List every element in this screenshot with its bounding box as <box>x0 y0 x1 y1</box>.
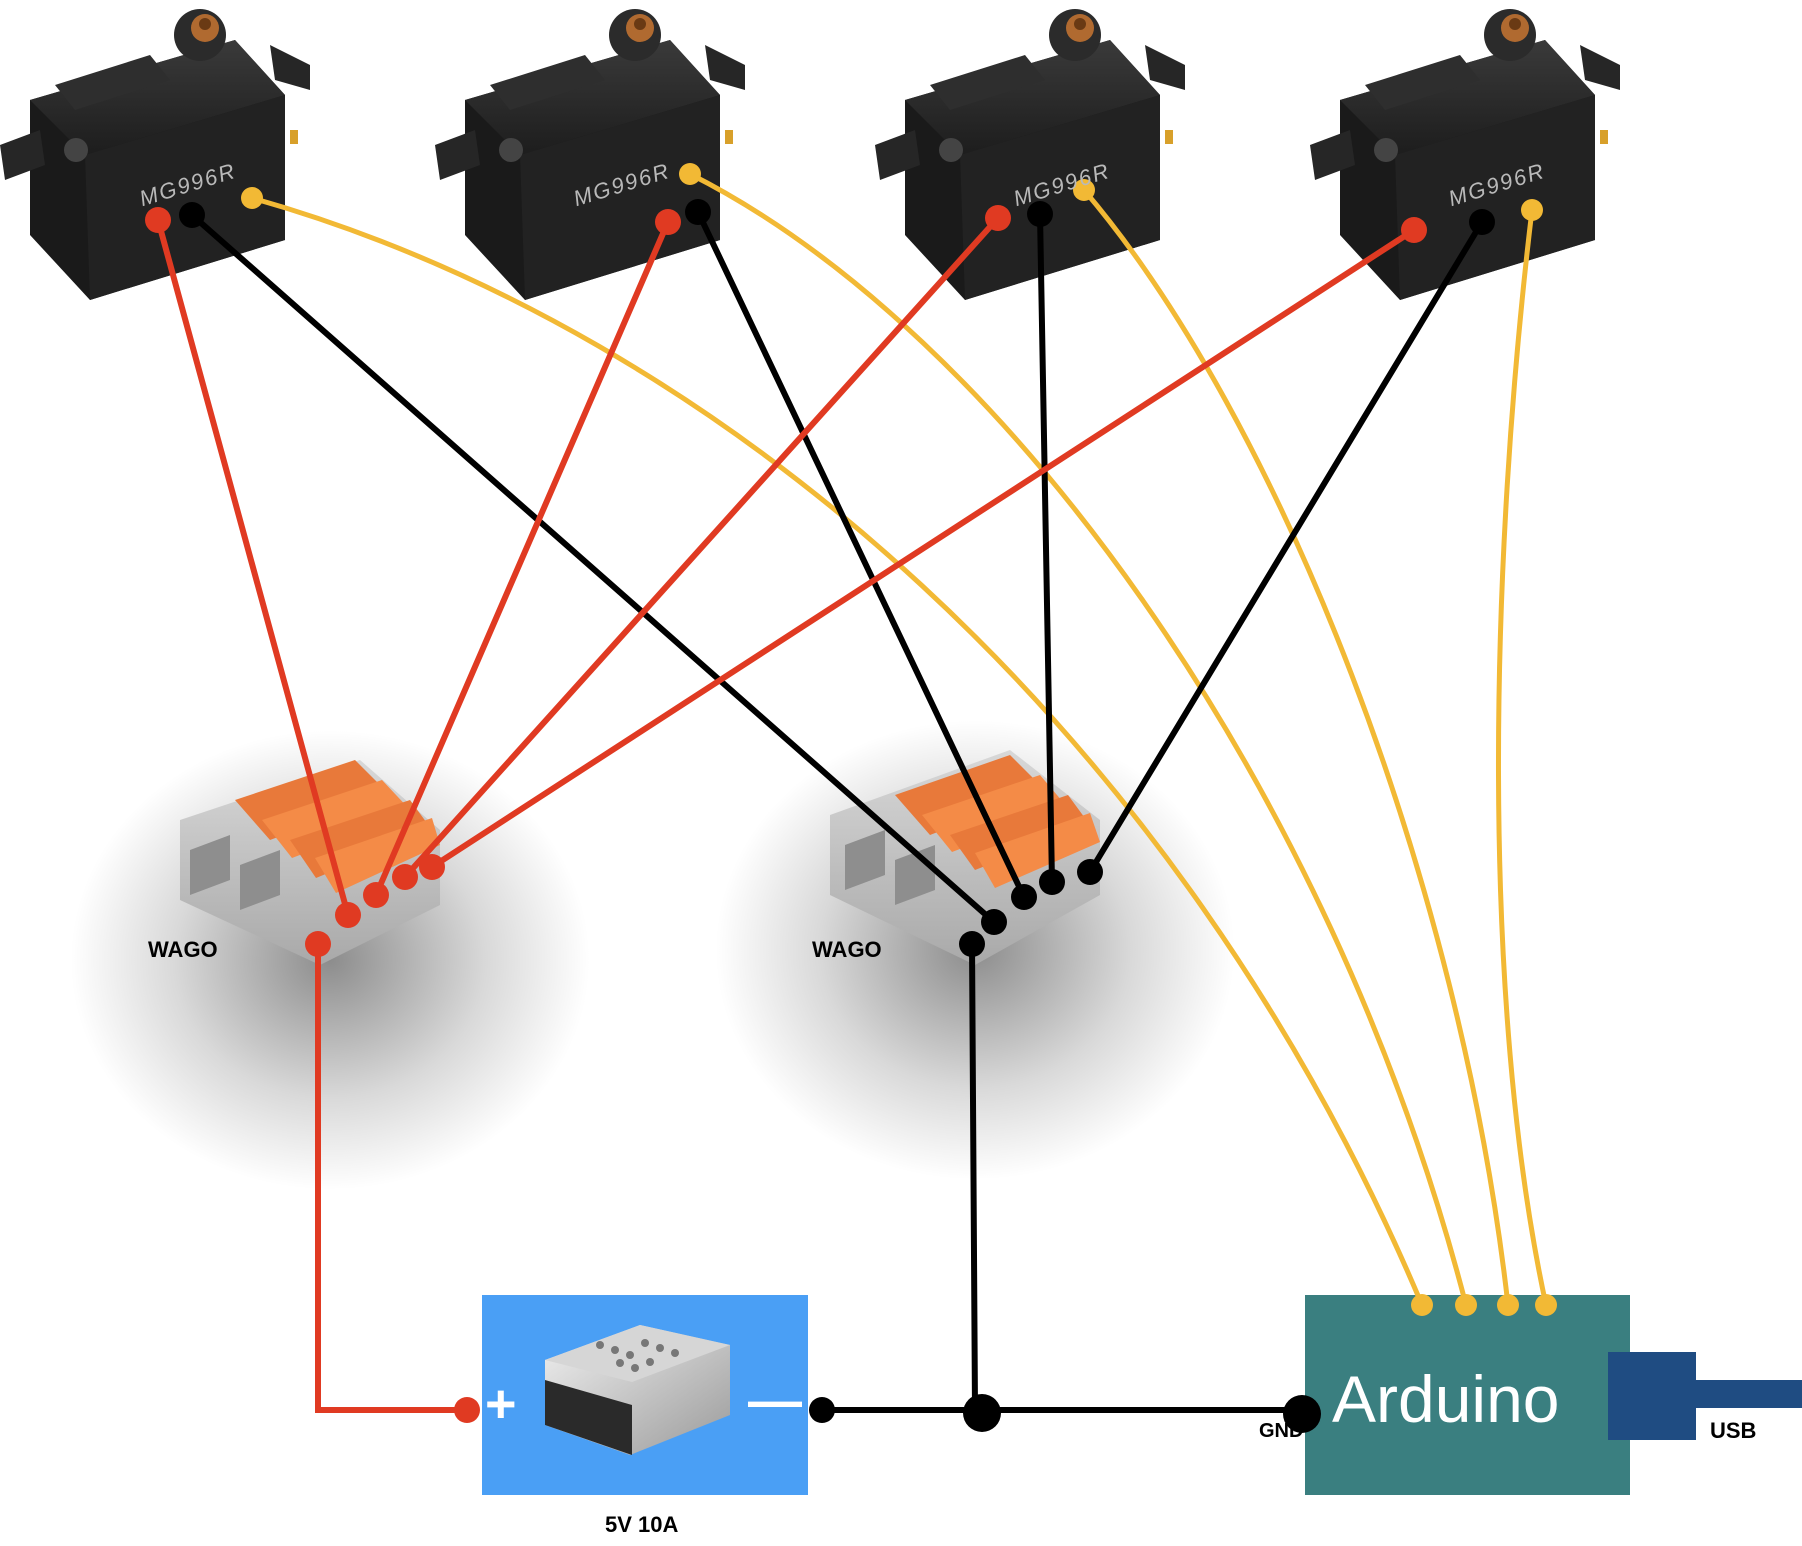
ground-wire-servo-3 <box>1037 211 1055 885</box>
arduino-terminals <box>1283 1294 1557 1433</box>
servo-4-ground-terminal <box>1469 209 1495 235</box>
arduino-pin-3 <box>1497 1294 1519 1316</box>
signal-wire-servo-3 <box>1081 187 1511 1308</box>
psu-negative-terminal <box>809 1397 835 1423</box>
signal-wire-servo-2 <box>687 171 1469 1308</box>
servo-3-ground-terminal <box>1027 201 1053 227</box>
wago-left-terminals <box>305 854 445 957</box>
arduino-gnd-terminal <box>1283 1395 1321 1433</box>
servo-3-power-terminal <box>985 205 1011 231</box>
arduino-board <box>1305 1295 1630 1495</box>
servo-1-signal-terminal <box>241 187 263 209</box>
power-wire-servo-3 <box>402 215 1001 880</box>
servo-4 <box>1310 9 1620 300</box>
power-wire-wago-to-psu <box>315 941 470 1413</box>
servo-2-signal-terminal <box>679 163 701 185</box>
arduino-pin-4 <box>1535 1294 1557 1316</box>
signal-wire-servo-4 <box>1496 207 1549 1308</box>
power-wire-servo-2 <box>373 219 671 898</box>
servo-3 <box>875 9 1185 300</box>
ground-wire-servo-1 <box>189 212 997 925</box>
ground-wire-servo-4 <box>1087 219 1485 875</box>
power-wires <box>155 215 1417 1413</box>
servo-1-ground-terminal <box>179 202 205 228</box>
servo-3-signal-terminal <box>1073 179 1095 201</box>
ground-junction <box>963 1394 1001 1432</box>
power-wire-servo-1 <box>155 217 351 918</box>
servo-2-ground-terminal <box>685 199 711 225</box>
servo-terminals <box>145 163 1543 243</box>
usb-connector <box>1608 1352 1696 1440</box>
signal-wires <box>249 171 1549 1308</box>
servo-4-signal-terminal <box>1521 199 1543 221</box>
servo-1 <box>0 9 310 300</box>
arduino-pin-2 <box>1455 1294 1477 1316</box>
psu-positive-terminal <box>454 1397 480 1423</box>
ground-wire-servo-2 <box>695 209 1027 900</box>
power-wire-servo-4 <box>429 227 1417 870</box>
servo-2-power-terminal <box>655 209 681 235</box>
wago-right-connector <box>830 750 1100 965</box>
ground-wires <box>189 209 1485 1413</box>
wago-left-connector <box>180 760 440 965</box>
servo-4-power-terminal <box>1401 217 1427 243</box>
signal-wire-servo-1 <box>249 195 1425 1308</box>
usb-cable <box>1696 1380 1802 1408</box>
servo-2 <box>435 9 745 300</box>
servo-1-power-terminal <box>145 207 171 233</box>
arduino-pin-1 <box>1411 1294 1433 1316</box>
psu-terminals <box>454 1394 1001 1432</box>
power-supply-unit-image <box>545 1325 730 1455</box>
ground-wire-wago-to-junction <box>969 941 978 1413</box>
wago-right-terminals <box>959 859 1103 957</box>
